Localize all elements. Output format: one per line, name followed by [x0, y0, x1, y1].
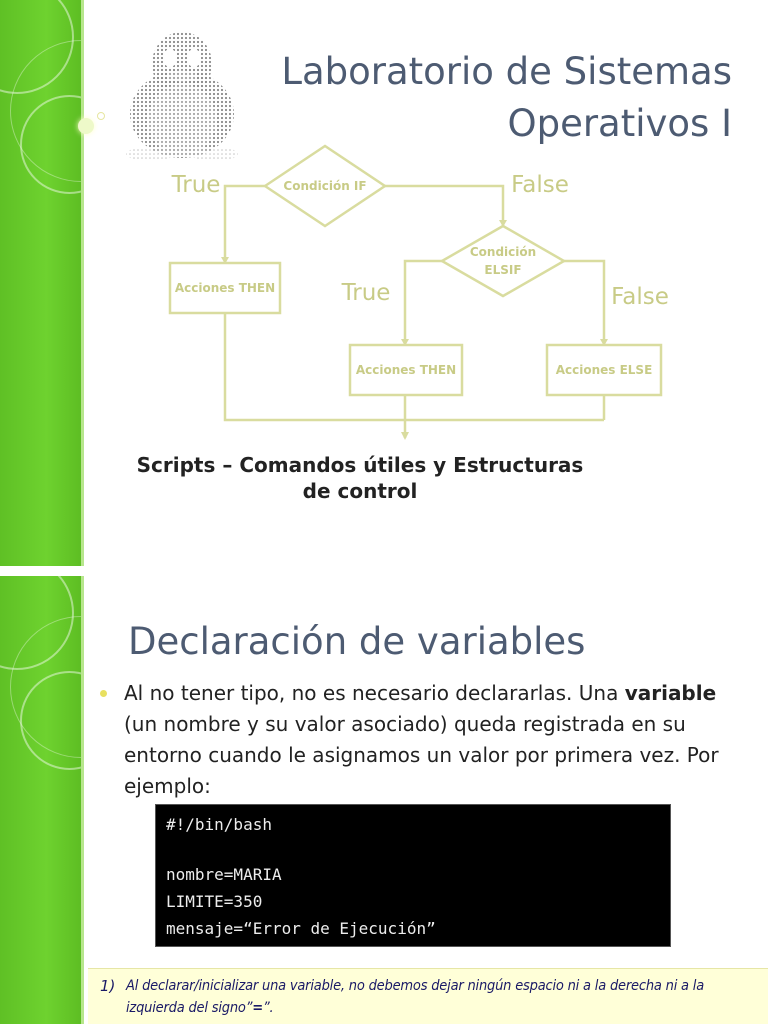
code-line: #!/bin/bash: [166, 815, 272, 834]
title-line-1: Laboratorio de Sistemas: [281, 50, 732, 93]
note-box: 1) Al declarar/inicializar una variable,…: [88, 968, 768, 1024]
subtitle-line-2: de control: [302, 479, 418, 503]
small-circle-icon: [97, 112, 105, 120]
green-sidebar: [0, 576, 152, 1024]
condition-elsif-label-2: ELSIF: [484, 263, 521, 277]
glow-dot-icon: [78, 118, 94, 134]
condition-elsif-diamond: [439, 224, 567, 298]
code-block: #!/bin/bash nombre=MARIA LIMITE=350 mens…: [155, 804, 671, 947]
slide-2: [0, 576, 768, 1024]
bullet-icon: [100, 690, 107, 697]
bold-term: variable: [624, 681, 717, 705]
false-label-1: False: [511, 172, 569, 198]
code-line: LIMITE=350: [166, 892, 263, 911]
green-sidebar: [0, 0, 152, 566]
then-label-2: Acciones THEN: [356, 363, 456, 377]
note-number: 1): [100, 977, 116, 995]
true-label-1: True: [171, 172, 221, 198]
true-label-2: True: [341, 280, 391, 306]
code-line: nombre=MARIA: [166, 865, 282, 884]
slide-title: Laboratorio de Sistemas Operativos I: [281, 46, 732, 150]
tux-penguin-icon: [126, 32, 238, 161]
decor-ring-icon: [20, 95, 119, 194]
slide-separator: [0, 566, 768, 576]
slide-subtitle: Scripts – Comandos útiles y Estructuras …: [100, 452, 620, 504]
condition-elsif-label-1: Condición: [470, 245, 536, 259]
decor-ring-icon: [20, 671, 119, 770]
slide-1: Laboratorio de Sistemas Operativos I: [0, 0, 732, 566]
if-elsif-flowchart: Condición IF Condición ELSIF Acciones TH…: [168, 144, 669, 440]
else-label: Acciones ELSE: [556, 363, 653, 377]
subtitle-line-1: Scripts – Comandos útiles y Estructuras: [136, 453, 584, 477]
false-label-2: False: [611, 284, 669, 310]
code-line-blank: [166, 838, 660, 861]
code-line: mensaje=“Error de Ejecución”: [166, 919, 436, 938]
condition-if-label: Condición IF: [283, 179, 366, 193]
slide-2-title: Declaración de variables: [128, 620, 586, 663]
note-text: Al declarar/inicializar una variable, no…: [126, 978, 705, 1016]
bullet-item: Al no tener tipo, no es necesario declar…: [100, 678, 750, 802]
bullet-text: Al no tener tipo, no es necesario declar…: [124, 681, 719, 798]
then-label-1: Acciones THEN: [175, 281, 275, 295]
title-line-2: Operativos I: [507, 102, 732, 145]
